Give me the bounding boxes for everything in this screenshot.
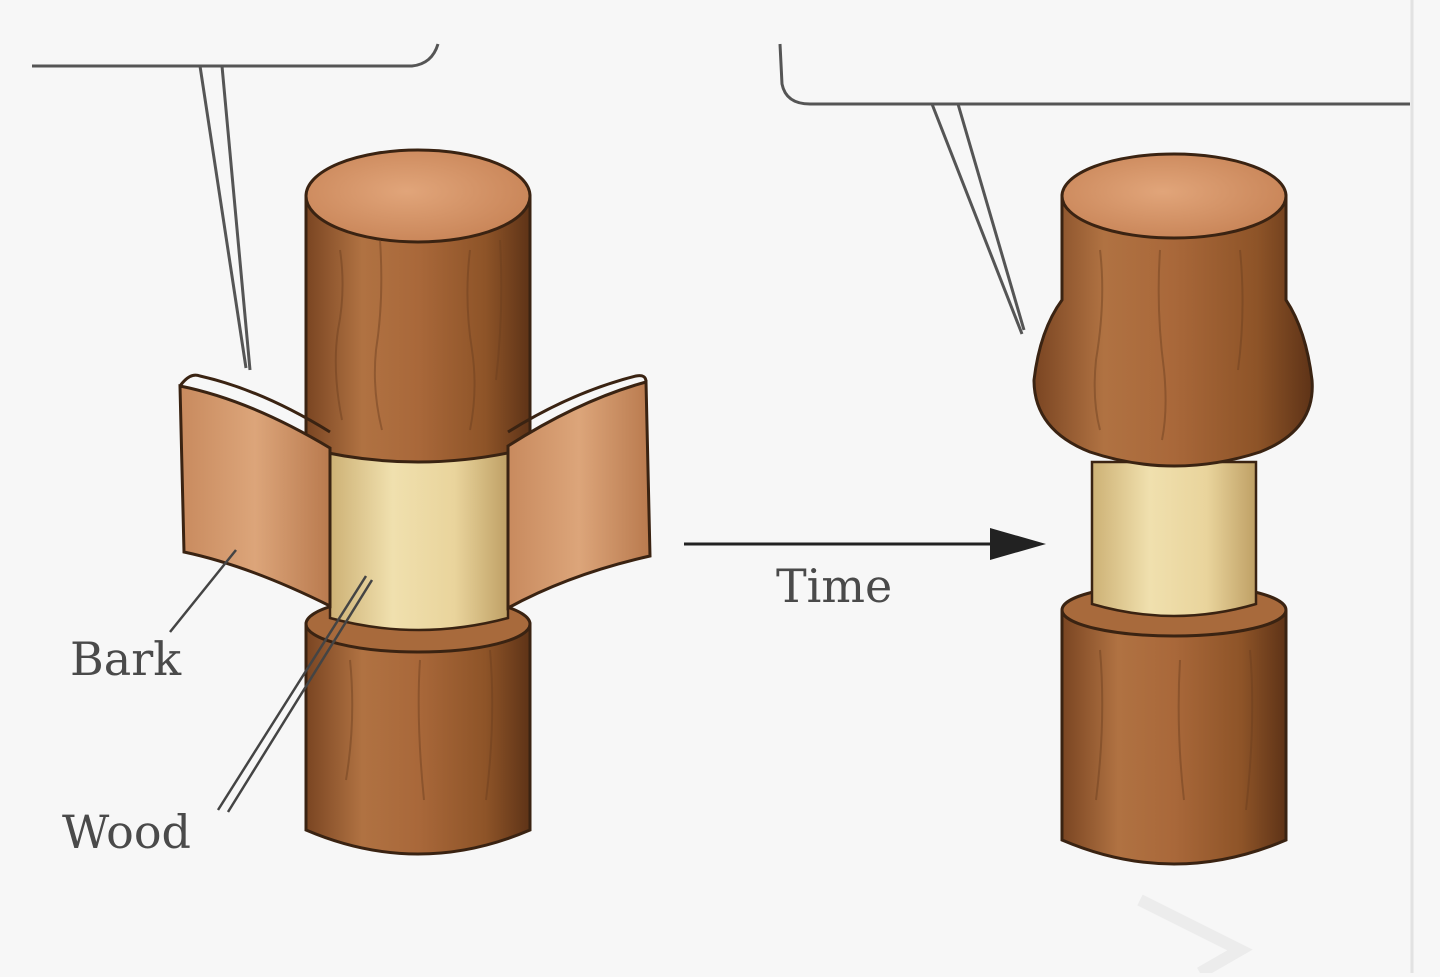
time-label: Time [776, 559, 892, 613]
callout-right [778, 43, 1410, 335]
wood-label: Wood [62, 805, 191, 859]
peeled-bark-right [506, 380, 652, 611]
exposed-wood-band [328, 450, 510, 632]
swollen-upper-trunk [1032, 194, 1314, 468]
bark-label: Bark [70, 632, 182, 686]
label-leaders [169, 549, 374, 813]
upper-trunk-top-after [1060, 152, 1288, 240]
right-arrow-icon [684, 528, 1046, 560]
upper-trunk-top [304, 148, 532, 244]
watermark-chevron [1137, 894, 1253, 977]
callout-left [32, 43, 440, 371]
trunk-after-time [1032, 152, 1314, 866]
lower-trunk [304, 622, 532, 856]
peeled-bark-left [178, 384, 332, 609]
exposed-wood-after [1090, 460, 1258, 618]
trunk-before-girdling [178, 148, 652, 856]
lower-trunk-after [1060, 610, 1288, 866]
